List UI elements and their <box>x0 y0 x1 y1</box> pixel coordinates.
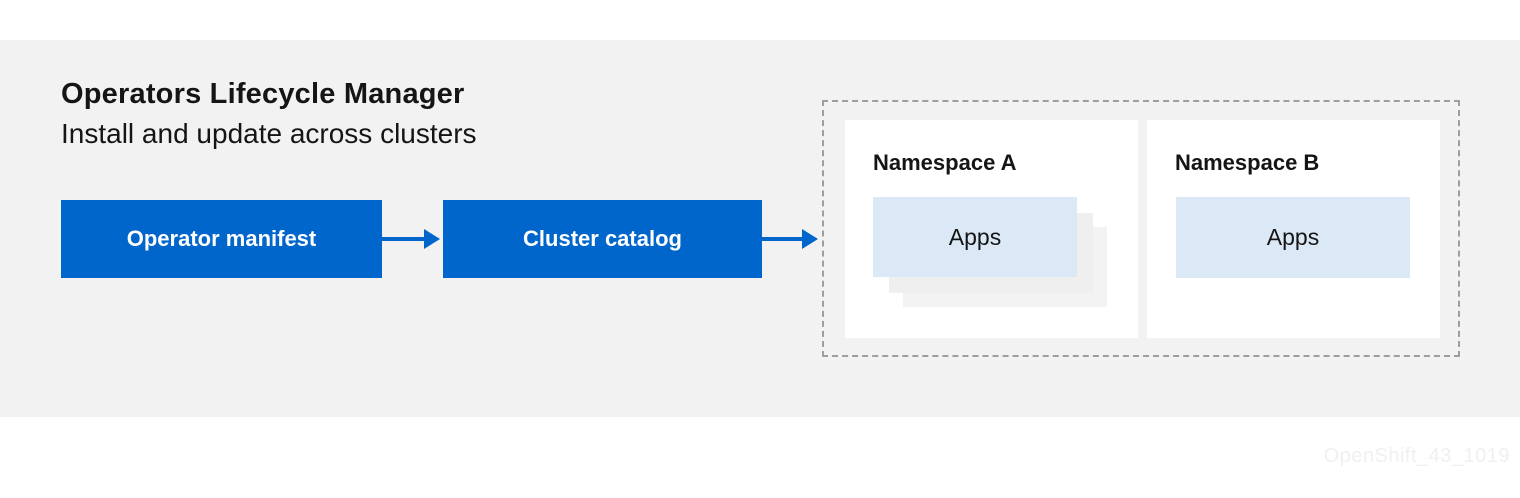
arrow-right-icon <box>382 229 440 249</box>
watermark-label: OpenShift_43_1019 <box>1323 445 1510 467</box>
arrow-shaft <box>762 237 804 241</box>
namespace-b-card: Namespace B Apps <box>1147 120 1440 338</box>
cluster-boundary <box>822 100 1460 357</box>
operator-manifest-node: Operator manifest <box>61 200 382 278</box>
namespace-a-apps-box: Apps <box>873 197 1077 277</box>
namespace-a-card: Namespace A Apps <box>845 120 1138 338</box>
arrow-right-icon <box>762 229 818 249</box>
cluster-catalog-node: Cluster catalog <box>443 200 762 278</box>
arrow-head-icon <box>424 229 440 249</box>
arrow-shaft <box>382 237 426 241</box>
page-title: Operators Lifecycle Manager <box>61 78 465 110</box>
namespace-a-title: Namespace A <box>873 150 1017 175</box>
arrow-head-icon <box>802 229 818 249</box>
page-subtitle: Install and update across clusters <box>61 118 477 149</box>
namespace-b-title: Namespace B <box>1175 150 1320 175</box>
namespace-b-apps-box: Apps <box>1176 197 1410 278</box>
